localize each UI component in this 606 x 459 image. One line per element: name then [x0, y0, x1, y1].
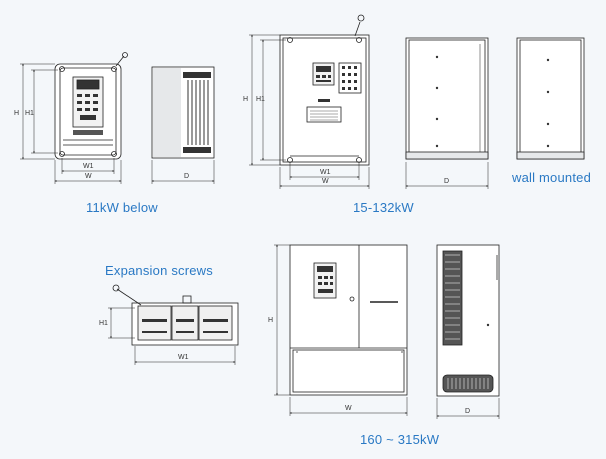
- small-unit-side-view: [151, 66, 215, 159]
- medium-dim-w1: W1: [320, 169, 331, 176]
- small-unit-dimensions: [20, 63, 122, 184]
- large-unit-dimensions: [274, 244, 408, 416]
- caption-11kw-below: 11kW below: [86, 200, 158, 215]
- large-dim-h: H: [268, 317, 273, 324]
- small-dim-d: D: [184, 173, 189, 180]
- medium-dim-h1: H1: [256, 96, 265, 103]
- small-dim-h: H: [14, 110, 19, 117]
- small-side-depth-dim: [151, 160, 215, 184]
- expansion-dim-w1: W1: [178, 354, 189, 361]
- large-side-depth-dim: [436, 398, 500, 419]
- medium-unit-front-view: [279, 14, 370, 166]
- medium-dim-d: D: [444, 178, 449, 185]
- expansion-screws-plan-view: [112, 284, 239, 346]
- caption-15-132kw: 15-132kW: [353, 200, 414, 215]
- small-unit-front-view: [54, 52, 128, 160]
- caption-expansion-screws: Expansion screws: [105, 263, 213, 278]
- medium-dim-w: W: [322, 178, 329, 185]
- large-dim-d: D: [465, 408, 470, 415]
- large-dim-w: W: [345, 405, 352, 412]
- caption-160-315kw: 160 ~ 315kW: [360, 432, 440, 447]
- wall-mounted-side-view: [516, 37, 585, 160]
- medium-side-depth-dim: [405, 162, 489, 189]
- medium-unit-dimensions: [249, 34, 370, 189]
- expansion-dim-h1: H1: [99, 320, 108, 327]
- large-unit-front-view: [289, 244, 408, 396]
- expansion-dimensions: [108, 307, 236, 365]
- small-dim-w1: W1: [83, 163, 94, 170]
- small-dim-w: W: [85, 173, 92, 180]
- caption-wall-mounted: wall mounted: [512, 170, 591, 185]
- medium-unit-side-view: [405, 37, 489, 160]
- large-unit-side-view: [436, 244, 500, 397]
- small-dim-h1: H1: [25, 110, 34, 117]
- medium-dim-h: H: [243, 96, 248, 103]
